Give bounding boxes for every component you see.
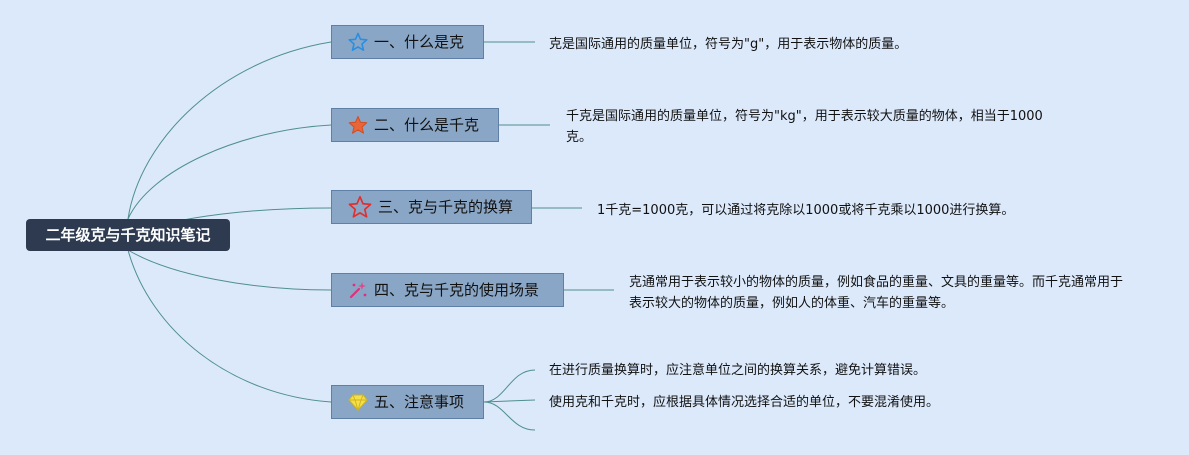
topic-label: 二、什么是千克 bbox=[374, 116, 480, 134]
topic-conversion[interactable]: 三、克与千克的换算 bbox=[331, 190, 532, 224]
note-what-is-kilogram: 千克是国际通用的质量单位，符号为"kg"，用于表示较大质量的物体，相当于1000… bbox=[566, 109, 1043, 145]
topic-label: 四、克与千克的使用场景 bbox=[374, 281, 540, 299]
star-outline-blue-icon bbox=[348, 32, 368, 52]
topic-precautions[interactable]: 五、注意事项 bbox=[331, 385, 484, 419]
topic-label: 三、克与千克的换算 bbox=[378, 198, 514, 216]
note-conversion: 1千克=1000克，可以通过将克除以1000或将千克乘以1000进行换算。 bbox=[597, 203, 1015, 218]
topic-what-is-kilogram[interactable]: 二、什么是千克 bbox=[331, 108, 499, 142]
note-precautions-1: 在进行质量换算时，应注意单位之间的换算关系，避免计算错误。 bbox=[549, 363, 927, 378]
star-filled-orange-icon bbox=[348, 116, 368, 134]
note-what-is-gram: 克是国际通用的质量单位，符号为"g"，用于表示物体的质量。 bbox=[549, 37, 908, 52]
sparkle-pink-icon bbox=[349, 282, 367, 299]
note-precautions-2: 使用克和千克时，应根据具体情况选择合适的单位，不要混淆使用。 bbox=[549, 395, 940, 410]
topic-label: 一、什么是克 bbox=[374, 33, 465, 51]
note-usage-scenarios: 克通常用于表示较小的物体的质量，例如食品的重量、文具的重量等。而千克通常用于表示… bbox=[629, 275, 1124, 311]
root-topic[interactable]: 二年级克与千克知识笔记 bbox=[26, 219, 230, 251]
topic-what-is-gram[interactable]: 一、什么是克 bbox=[331, 25, 484, 59]
topic-usage-scenarios[interactable]: 四、克与千克的使用场景 bbox=[331, 273, 564, 307]
diamond-yellow-icon bbox=[348, 394, 368, 412]
star-outline-red-icon bbox=[348, 195, 372, 218]
topic-label: 五、注意事项 bbox=[374, 393, 465, 411]
